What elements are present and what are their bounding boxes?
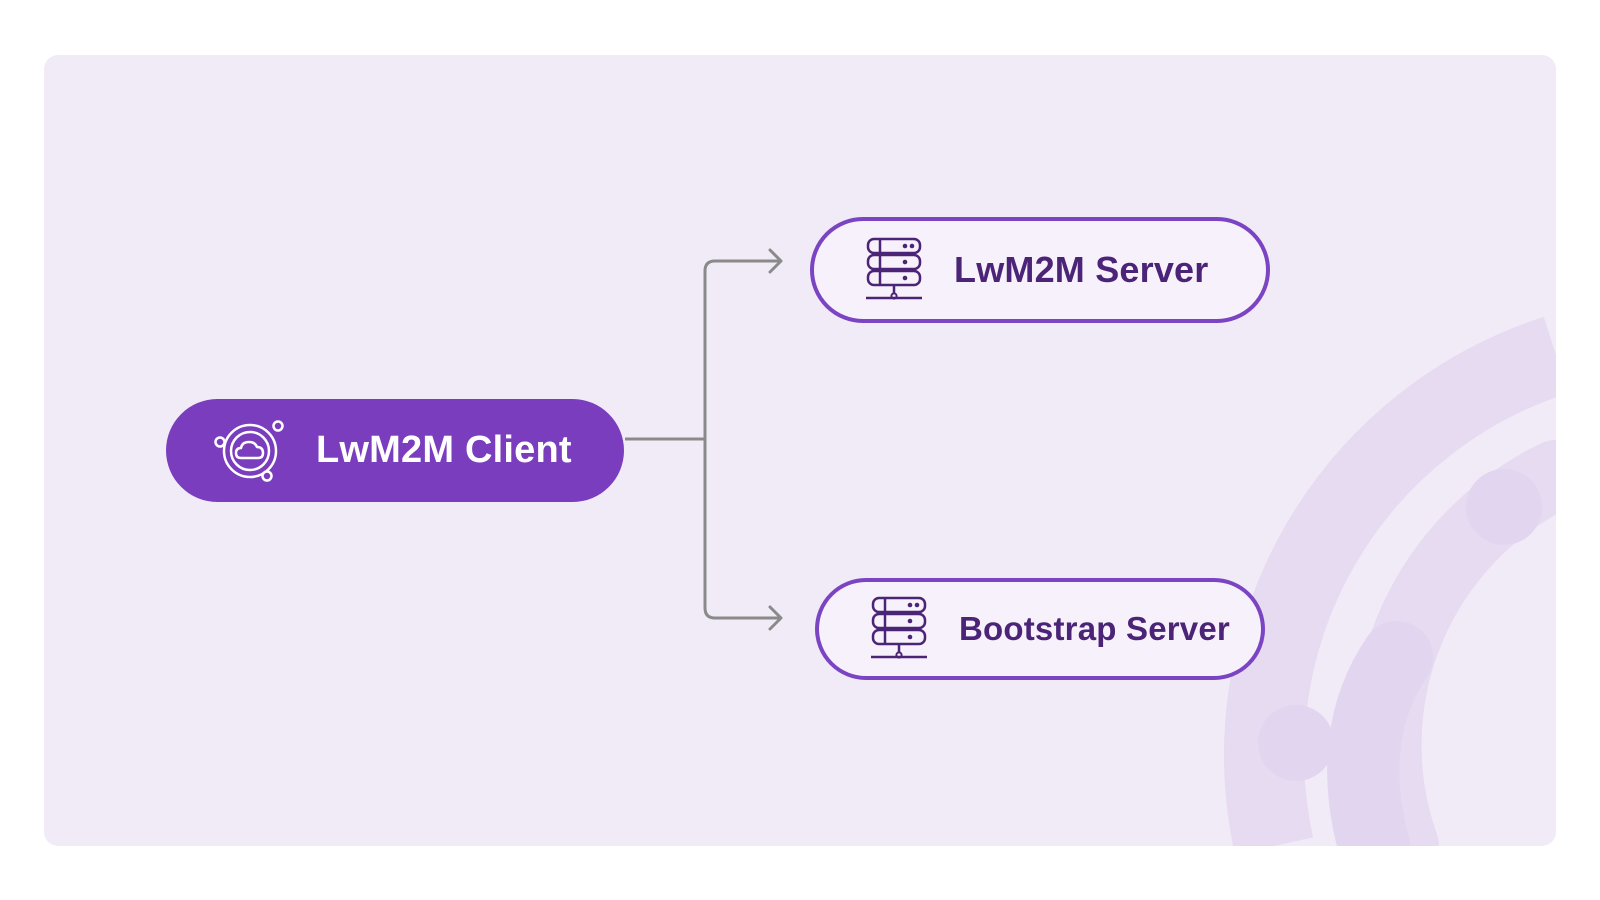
connector-to-server bbox=[703, 259, 780, 439]
connector-to-bootstrap bbox=[703, 439, 780, 620]
arrowhead-bootstrap bbox=[768, 605, 783, 631]
client-node[interactable]: LwM2M Client bbox=[166, 399, 624, 502]
diagram-canvas: LwM2M Client LwM2M Server bbox=[44, 55, 1556, 846]
cloud-orbit-icon bbox=[214, 418, 286, 484]
server-rack-icon bbox=[869, 596, 929, 662]
connector-lines bbox=[625, 248, 783, 631]
server-label: LwM2M Server bbox=[954, 249, 1209, 290]
client-label: LwM2M Client bbox=[316, 429, 572, 471]
arrowhead-server bbox=[768, 248, 783, 274]
server-node[interactable]: LwM2M Server bbox=[810, 217, 1270, 323]
bootstrap-server-label: Bootstrap Server bbox=[959, 610, 1230, 647]
bootstrap-server-node[interactable]: Bootstrap Server bbox=[815, 578, 1265, 680]
server-rack-icon bbox=[864, 237, 924, 303]
